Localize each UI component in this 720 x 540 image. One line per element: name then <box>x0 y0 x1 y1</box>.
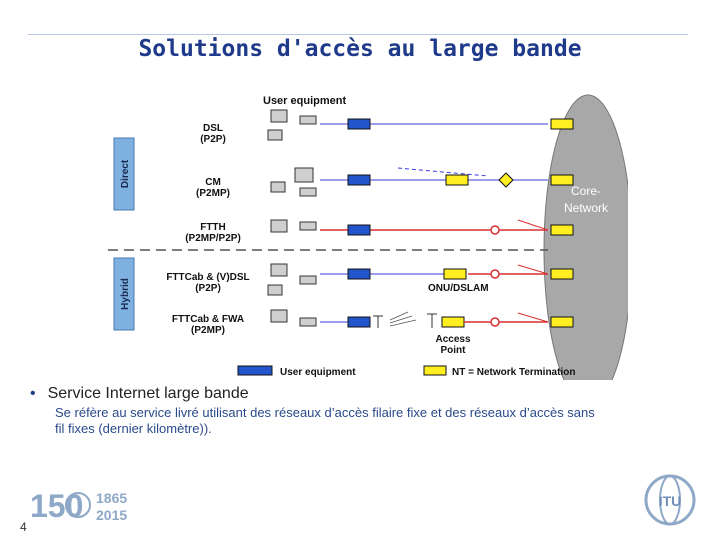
row-fttcab-fwa-devices <box>270 309 317 327</box>
side-label-hybrid: Hybrid <box>120 278 131 310</box>
row-label-cm: CM <box>205 177 221 188</box>
access-point-label-1: Access <box>435 334 470 345</box>
description-line-1: Se réfère au service livré utilisant des… <box>55 405 595 420</box>
access-point-label-2: Point <box>441 345 467 356</box>
row-fttcab-vdsl-nt <box>550 268 574 280</box>
wireless-link-icon <box>389 311 417 327</box>
itu-150-anniversary-logo: 150 1865 2015 <box>30 488 127 524</box>
row-fttcab-vdsl-user-equipment <box>347 268 371 280</box>
page-title: Solutions d'accès au large bande <box>138 36 582 62</box>
row-dsl-devices <box>267 109 317 141</box>
core-network-cloud <box>543 94 628 380</box>
row-label-ftth: FTTH <box>200 222 226 233</box>
row-ftth-devices <box>270 219 317 233</box>
itu-logo-text: ITU <box>659 493 682 509</box>
row-label-dsl: DSL <box>203 123 223 134</box>
row-fttcab-fwa-splitter <box>490 317 500 327</box>
row-fttcab-fwa-fiber-branch <box>517 312 549 323</box>
legend-nt-swatch <box>423 365 447 376</box>
logo-year-end: 2015 <box>96 507 127 523</box>
access-point-box <box>441 316 465 328</box>
row-dsl-user-equipment <box>347 118 371 130</box>
legend-user-equipment-swatch <box>237 365 273 376</box>
row-cm-user-equipment <box>347 174 371 186</box>
row-fttcab-fwa-nt <box>550 316 574 328</box>
row-fttcab-vdsl-splitter <box>490 269 500 279</box>
row-cm-node <box>445 174 469 186</box>
row-cm-devices <box>270 167 317 197</box>
row-dsl-nt <box>550 118 574 130</box>
access-point-antenna-icon <box>427 313 437 328</box>
row-fttcab-vdsl-devices <box>267 263 317 296</box>
itu-logo: ITU <box>644 474 696 526</box>
row-sub-fttcab-vdsl: (P2P) <box>195 283 221 294</box>
side-label-direct: Direct <box>120 159 131 188</box>
core-network-label-2: Network <box>564 201 609 215</box>
row-cm-splitter <box>498 172 514 188</box>
row-label-fttcab-vdsl: FTTCab & (V)DSL <box>166 272 249 283</box>
row-ftth-nt <box>550 224 574 236</box>
page-number: 4 <box>20 520 27 534</box>
antenna-icon <box>373 315 383 328</box>
row-cm-nt <box>550 174 574 186</box>
side-box-direct <box>113 137 135 211</box>
core-network-label-1: Core- <box>571 184 601 198</box>
row-fttcab-vdsl-onu <box>443 268 467 280</box>
row-ftth-user-equipment <box>347 224 371 236</box>
title-divider <box>28 34 688 35</box>
row-label-fttcab-fwa: FTTCab & FWA <box>172 314 244 325</box>
onu-dslam-label: ONU/DSLAM <box>428 283 489 294</box>
row-sub-cm: (P2MP) <box>196 188 230 199</box>
broadband-access-diagram: Direct Hybrid User equipment Core- Netwo… <box>108 94 628 380</box>
row-sub-dsl: (P2P) <box>200 134 226 145</box>
legend-user-equipment-label: User equipment <box>280 367 356 378</box>
row-fttcab-fwa-user-equipment <box>347 316 371 328</box>
row-sub-ftth: (P2MP/P2P) <box>185 233 241 244</box>
side-box-hybrid <box>113 257 135 331</box>
bullet-text: Service Internet large bande <box>47 385 249 402</box>
legend-nt-label: NT = Network Termination <box>452 367 575 378</box>
bullet-dot-icon: • <box>30 385 36 402</box>
row-fttcab-vdsl-fiber-branch <box>517 264 549 275</box>
header-user-equipment: User equipment <box>263 95 346 107</box>
row-sub-fttcab-fwa: (P2MP) <box>191 325 225 336</box>
row-ftth-fiber-branch <box>517 219 549 231</box>
itu-globe-meridian <box>659 475 681 525</box>
row-ftth-splitter <box>490 225 500 235</box>
description: Se réfère au service livré utilisant des… <box>55 405 715 437</box>
description-line-2: fil fixes (dernier kilomètre)). <box>55 421 212 436</box>
row-cm-coax-branch <box>397 167 489 177</box>
bullet-service-internet: • Service Internet large bande <box>30 385 249 403</box>
logo-year-start: 1865 <box>96 490 127 506</box>
globe-icon <box>65 492 91 518</box>
